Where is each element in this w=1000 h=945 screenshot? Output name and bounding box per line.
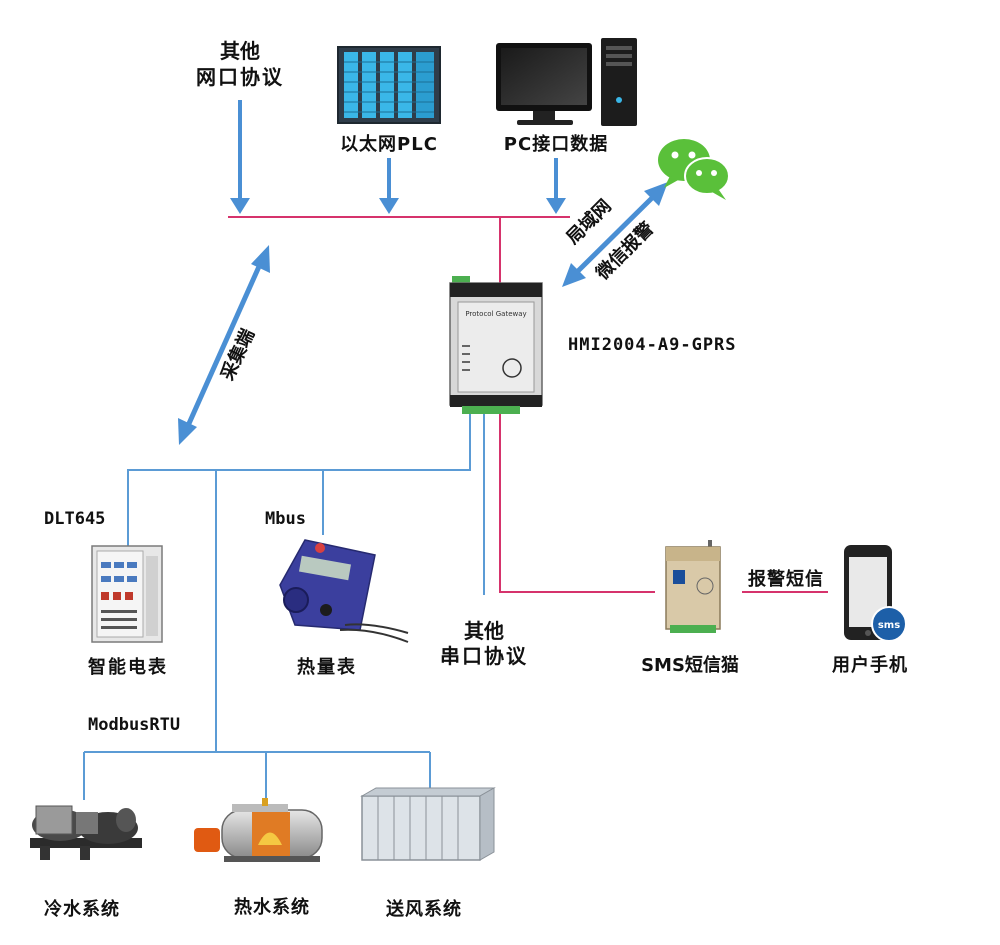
label-other-net-2: 网口协议 bbox=[196, 65, 284, 89]
arrow-collect bbox=[178, 245, 270, 445]
label-dlt645: DLT645 bbox=[44, 509, 105, 529]
pc-icon bbox=[496, 38, 637, 126]
label-chiller: 冷水系统 bbox=[44, 898, 120, 920]
phone-sms-badge: sms bbox=[878, 620, 900, 631]
heat-meter-icon bbox=[279, 539, 409, 643]
label-air-supply: 送风系统 bbox=[385, 898, 462, 920]
label-hot-water: 热水系统 bbox=[234, 896, 310, 918]
arrow-lan-wechat bbox=[562, 182, 668, 287]
chiller-system-icon bbox=[30, 805, 142, 860]
wechat-icon bbox=[658, 139, 730, 200]
label-heat-meter: 热量表 bbox=[297, 656, 357, 678]
label-pc: PC接口数据 bbox=[504, 133, 608, 155]
label-other-serial-1: 其他 bbox=[464, 619, 504, 643]
label-smart-meter: 智能电表 bbox=[88, 656, 168, 678]
label-other-net-1: 其他 bbox=[220, 39, 260, 63]
protocol-gateway-device bbox=[449, 276, 543, 414]
hot-water-system-icon bbox=[194, 798, 323, 862]
arrow-pc bbox=[546, 158, 566, 214]
sms-link-line bbox=[499, 410, 655, 593]
label-gateway-model: HMI2004-A9-GPRS bbox=[568, 335, 737, 355]
label-plc: 以太网PLC bbox=[340, 133, 438, 155]
arrow-other-net bbox=[230, 100, 250, 214]
label-modbus: ModbusRTU bbox=[88, 715, 180, 735]
label-mbus: Mbus bbox=[265, 509, 306, 529]
sms-modem-device bbox=[665, 540, 721, 633]
label-other-serial-2: 串口协议 bbox=[440, 644, 528, 668]
label-user-phone: 用户手机 bbox=[832, 654, 908, 676]
gateway-panel-text: Protocol Gateway bbox=[465, 310, 526, 318]
user-phone-icon bbox=[844, 545, 907, 642]
smart-meter-cabinet-icon bbox=[91, 545, 163, 643]
plc-icon bbox=[337, 46, 441, 124]
arrow-plc bbox=[379, 158, 399, 214]
label-alarm-sms: 报警短信 bbox=[748, 568, 824, 590]
air-supply-system-icon bbox=[360, 787, 496, 861]
label-sms-modem: SMS短信猫 bbox=[641, 654, 739, 676]
serial-bus-lines bbox=[83, 410, 485, 800]
